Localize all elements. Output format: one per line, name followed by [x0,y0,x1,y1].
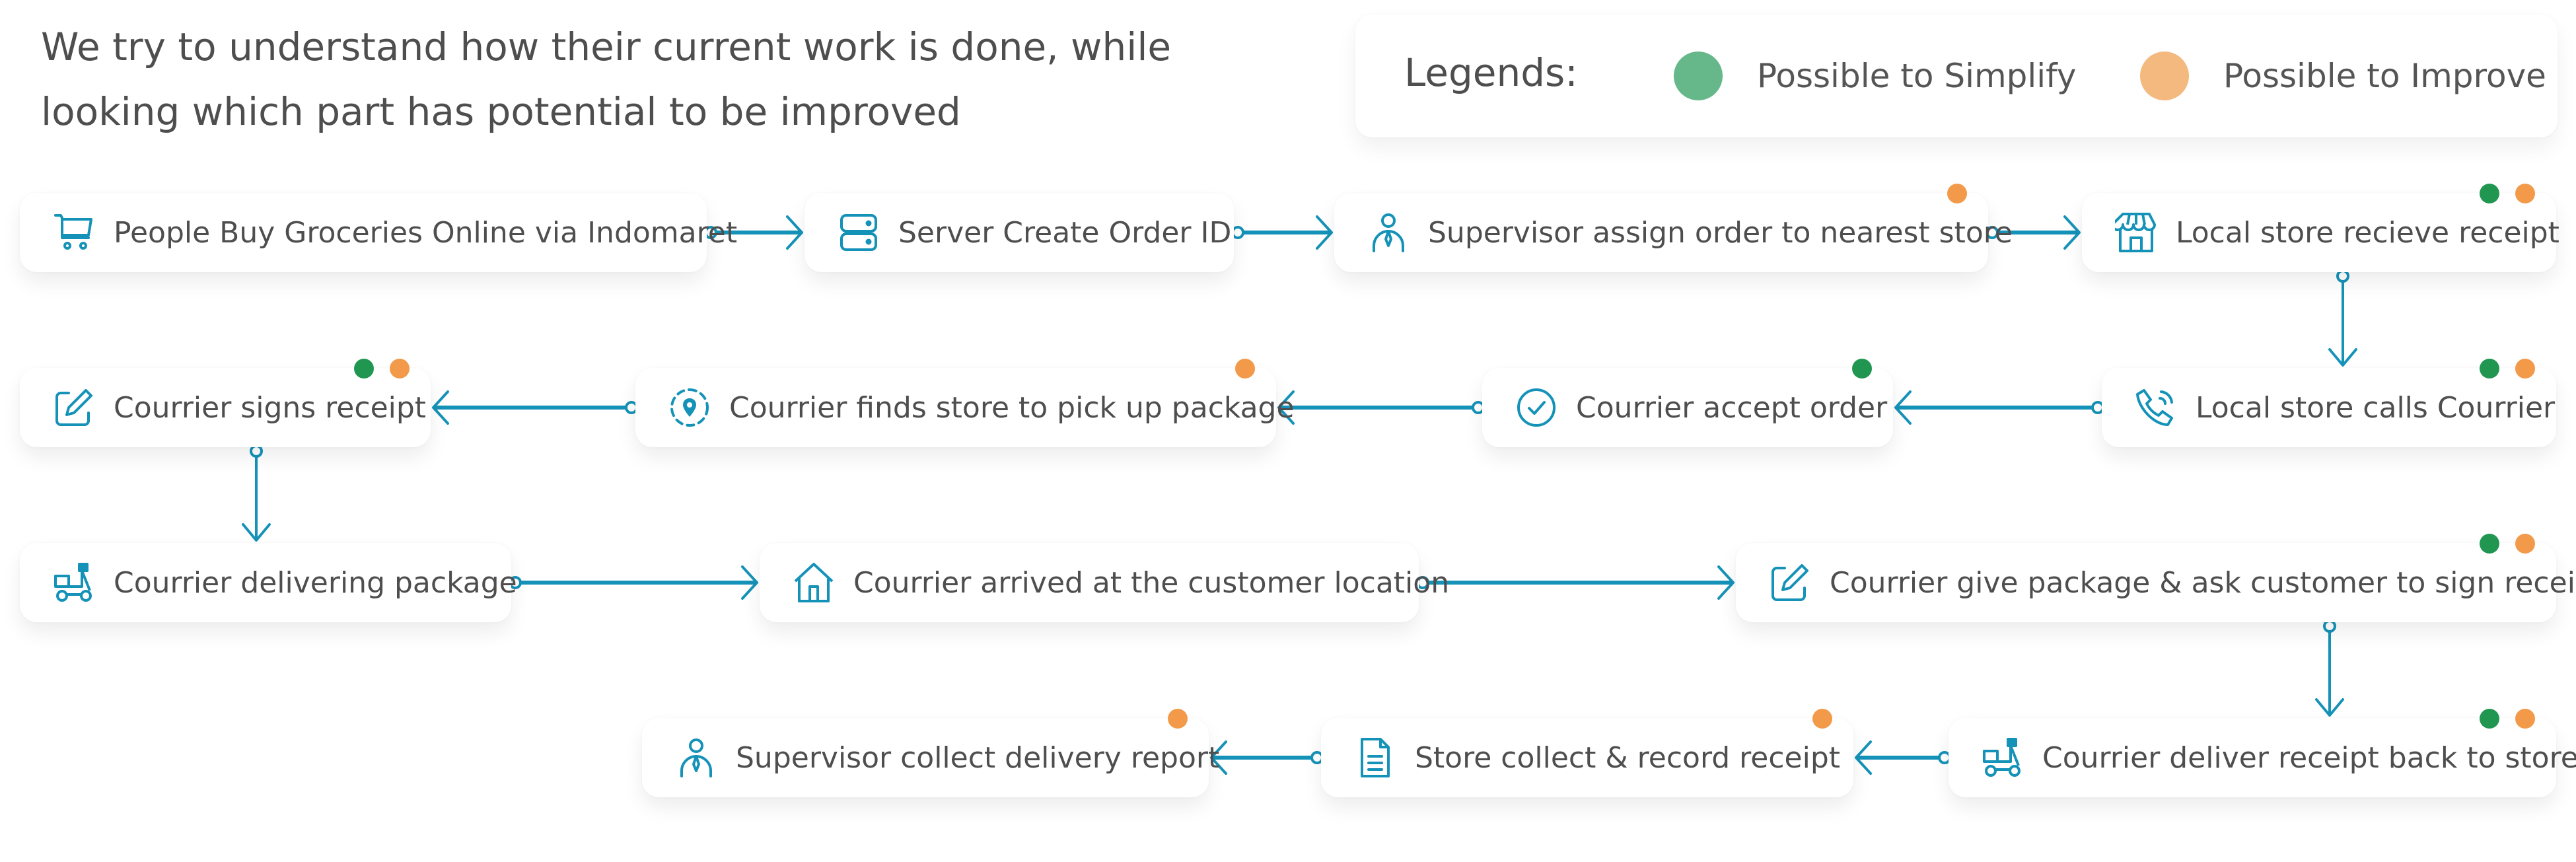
process-step[interactable]: Courrier finds store to pick up package [635,359,1295,447]
legend-dot-improve-icon [2140,52,2189,100]
arrowhead-icon [1855,740,1872,775]
step-tags [354,359,410,378]
step-tags [1852,359,1872,378]
process-step[interactable]: Local store calls Courrier [2102,359,2556,447]
scooter-icon [1982,736,2024,779]
process-step[interactable]: Courrier accept order [1482,359,1893,447]
process-step[interactable]: Server Create Order ID [805,193,1234,272]
tag-simplify-icon [2480,359,2499,378]
arrowhead-icon [2315,698,2344,717]
step-tags [1235,359,1255,378]
edit-icon [53,386,95,429]
arrowhead-icon [432,390,449,425]
step-label: Supervisor collect delivery report [736,740,1220,775]
step-label: Server Create Order ID [898,215,1232,250]
connector-start-dot [1231,226,1244,239]
arrowhead-icon [1316,215,1333,250]
phone-call-icon [2135,386,2177,429]
step-label: Courrier accept order [1576,390,1888,425]
step-label: Courrier delivering package [114,565,517,600]
arrowhead-icon [2328,348,2357,367]
legend-item-simplify: Possible to Simplify [1674,52,2077,100]
step-label: People Buy Groceries Online via Indomare… [114,215,738,250]
tag-improve-icon [1235,359,1255,378]
step-label: Supervisor assign order to nearest store [1428,215,2013,250]
legend-item-improve: Possible to Improve [2140,52,2546,100]
step-label: Courrier signs receipt [114,390,427,425]
server-icon [838,211,880,254]
cart-icon [53,211,95,254]
tag-improve-icon [1812,709,1832,729]
arrowhead-icon [242,523,271,542]
step-label: Local store recieve receipt [2176,215,2559,250]
process-step[interactable]: Courrier deliver receipt back to store [1949,709,2576,797]
step-label: Courrier give package & ask customer to … [1830,565,2576,600]
process-step[interactable]: Supervisor assign order to nearest store [1334,184,2013,272]
supervisor-icon [1367,211,1410,254]
location-search-icon [668,386,711,429]
tag-improve-icon [390,359,410,378]
step-tags [1168,709,1188,729]
legend-label-improve: Possible to Improve [2223,57,2546,95]
document-icon [1354,736,1396,779]
arrowhead-icon [2063,215,2081,250]
tag-simplify-icon [2480,184,2499,203]
tag-improve-icon [1168,709,1188,729]
step-tags [2480,359,2535,378]
intro-line-2: looking which part has potential to be i… [41,89,961,134]
step-label: Store collect & record receipt [1415,740,1841,775]
step-tags [1812,709,1832,729]
edit-icon [1769,561,1811,604]
process-step[interactable]: Courrier give package & ask customer to … [1736,534,2576,622]
intro-text: We try to understand how their current w… [41,15,1230,144]
step-tags [2480,709,2535,729]
connector-start-dot [2323,620,2336,633]
tag-simplify-icon [354,359,374,378]
process-step[interactable]: People Buy Groceries Online via Indomare… [20,193,737,272]
arrowhead-icon [1717,565,1735,600]
step-label: Courrier arrived at the customer locatio… [853,565,1450,600]
tag-simplify-icon [2480,534,2499,554]
legend-dot-simplify-icon [1674,52,1723,100]
process-step[interactable]: Store collect & record receipt [1321,709,1853,797]
legend-title: Legends: [1404,50,1578,95]
step-tags [1947,184,1967,203]
process-step[interactable]: Courrier signs receipt [20,359,431,447]
legend-panel: Legends: Possible to Simplify Possible t… [1355,15,2558,137]
tag-improve-icon [1947,184,1967,203]
step-label: Courrier finds store to pick up package [729,390,1295,425]
scooter-icon [53,561,95,604]
arrowhead-icon [786,215,803,250]
step-tags [2480,534,2535,554]
connector-start-dot [2336,269,2349,283]
tag-improve-icon [2515,534,2535,554]
arrowhead-icon [741,565,758,600]
supervisor-icon [675,736,717,779]
home-icon [793,561,835,604]
connector-start-dot [250,445,263,458]
step-label: Courrier deliver receipt back to store [2042,740,2576,775]
process-step[interactable]: Local store recieve receipt [2082,184,2559,272]
process-step[interactable]: Courrier delivering package [20,543,517,622]
legend-label-simplify: Possible to Simplify [1757,57,2077,95]
tag-simplify-icon [2480,709,2499,729]
check-circle-icon [1515,386,1557,429]
store-icon [2111,211,2157,254]
tag-improve-icon [2515,359,2535,378]
process-step[interactable]: Supervisor collect delivery report [642,709,1219,797]
intro-line-1: We try to understand how their current w… [41,24,1172,69]
arrowhead-icon [1894,390,1912,425]
tag-improve-icon [2515,184,2535,203]
step-tags [2480,184,2535,203]
tag-improve-icon [2515,709,2535,729]
process-step[interactable]: Courrier arrived at the customer locatio… [760,543,1449,622]
tag-simplify-icon [1852,359,1872,378]
step-label: Local store calls Courrier [2196,390,2556,425]
